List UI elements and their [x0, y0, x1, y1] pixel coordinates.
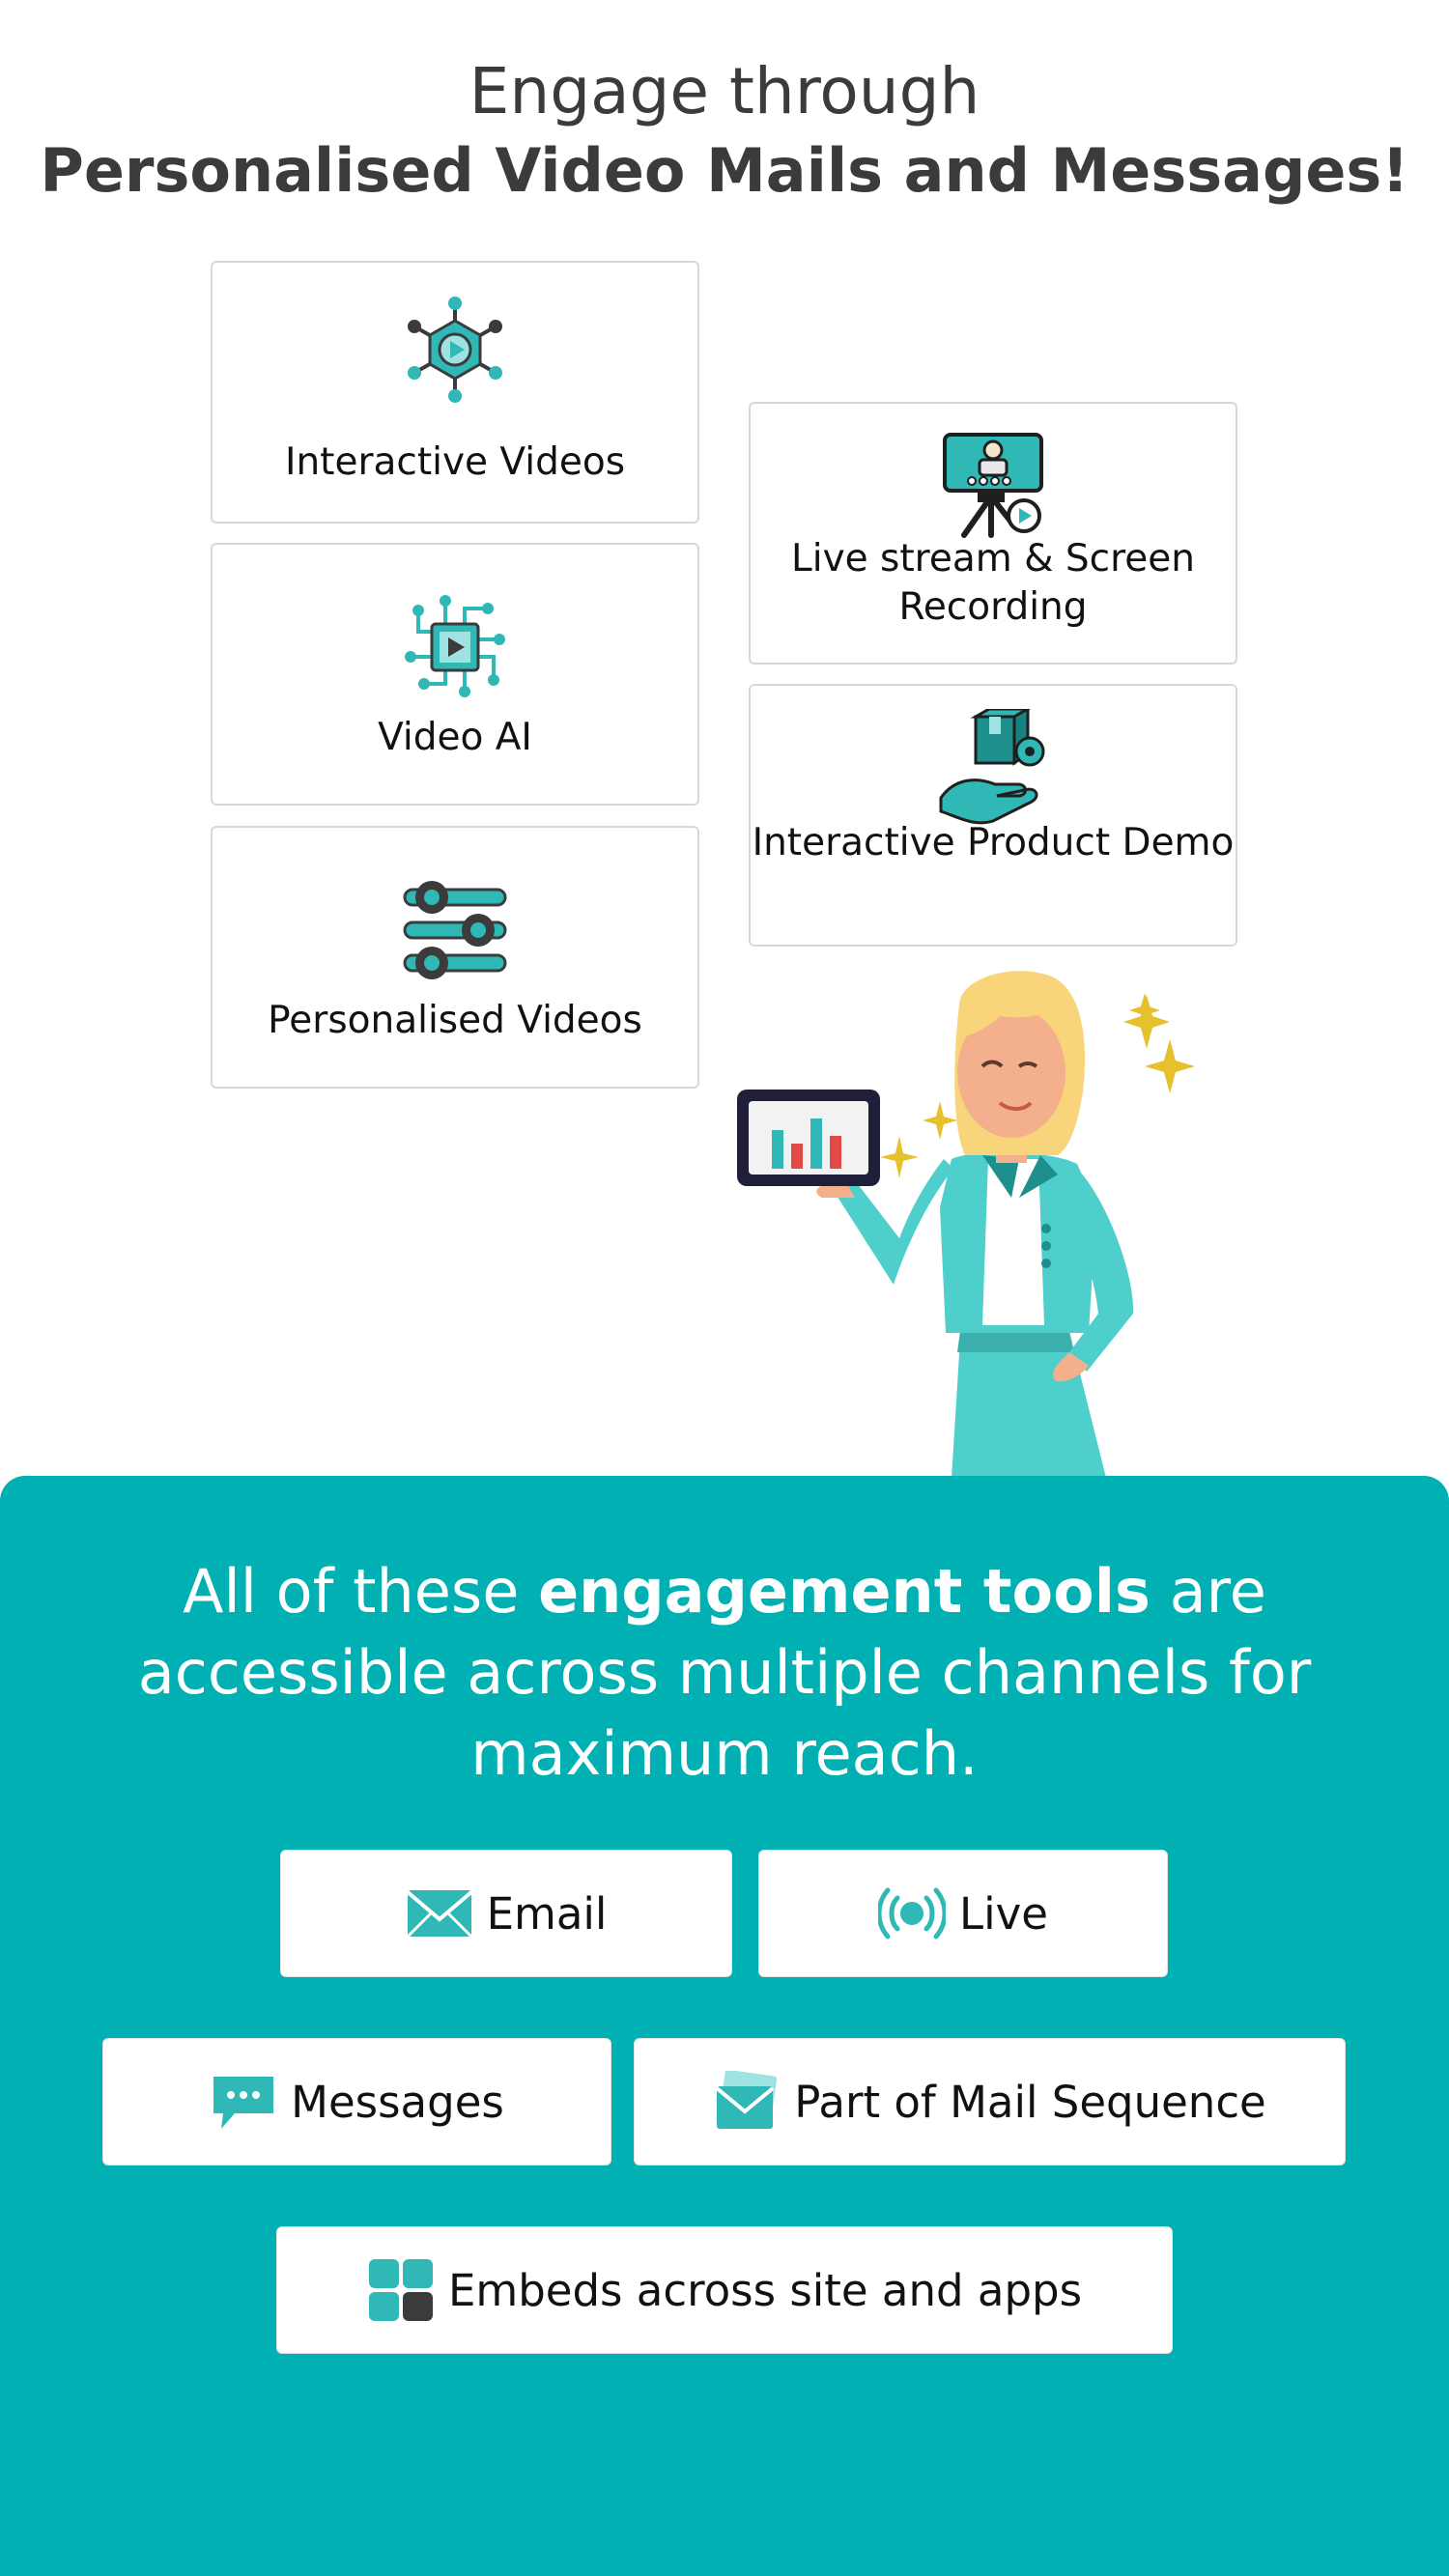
- feature-label: Interactive Videos: [284, 440, 626, 484]
- feature-label: Video AI: [378, 716, 532, 759]
- live-broadcast-icon: [878, 1887, 947, 1939]
- mail-sequence-icon: [715, 2071, 778, 2129]
- feature-label: Interactive Product Demo: [752, 821, 1235, 864]
- chat-bubble-icon: [213, 2077, 274, 2129]
- feature-card-personalised-videos[interactable]: Personalised Videos: [211, 826, 699, 1089]
- intro-bold: engagement tools: [538, 1556, 1151, 1627]
- settings-sliders-icon: [403, 881, 507, 979]
- feature-card-interactive-videos[interactable]: Interactive Videos: [211, 261, 699, 524]
- headline-line-1: Engage through: [469, 54, 980, 128]
- channels-section: [0, 1476, 1449, 2576]
- app-grid-icon: [368, 2259, 433, 2321]
- channel-label: Part of Mail Sequence: [794, 2076, 1266, 2128]
- channel-mail-sequence-button[interactable]: Part of Mail Sequence: [634, 2038, 1346, 2166]
- live-stream-camera-icon: [943, 433, 1043, 538]
- feature-card-product-demo[interactable]: Interactive Product Demo: [749, 684, 1237, 947]
- channels-intro-text: All of these engagement tools are access…: [77, 1551, 1372, 1795]
- channel-live-button[interactable]: Live: [758, 1850, 1168, 1977]
- channel-messages-button[interactable]: Messages: [102, 2038, 611, 2166]
- channel-label: Messages: [291, 2076, 504, 2128]
- channel-embeds-button[interactable]: Embeds across site and apps: [276, 2226, 1173, 2354]
- interactive-video-network-icon: [408, 297, 502, 403]
- page-headline: Engage through Personalised Video Mails …: [0, 53, 1449, 212]
- intro-part-2: are accessible across multiple channels …: [137, 1556, 1312, 1789]
- intro-part-1: All of these: [183, 1556, 539, 1627]
- feature-label: Personalised Videos: [268, 999, 642, 1042]
- woman-with-tablet-illustration: [737, 971, 1195, 1478]
- feature-card-video-ai[interactable]: Video AI: [211, 543, 699, 806]
- feature-card-live-stream[interactable]: Live stream & Screen Recording: [749, 402, 1237, 665]
- channel-label: Email: [486, 1887, 608, 1939]
- channel-email-button[interactable]: Email: [280, 1850, 732, 1977]
- channel-label: Embeds across site and apps: [447, 2264, 1083, 2316]
- email-icon: [406, 1890, 472, 1939]
- channel-label: Live: [959, 1887, 1048, 1939]
- product-demo-hand-icon: [939, 709, 1045, 825]
- headline-line-2: Personalised Video Mails and Messages!: [40, 135, 1409, 206]
- feature-label: Live stream & Screen Recording: [791, 537, 1195, 629]
- video-ai-chip-icon: [405, 595, 505, 697]
